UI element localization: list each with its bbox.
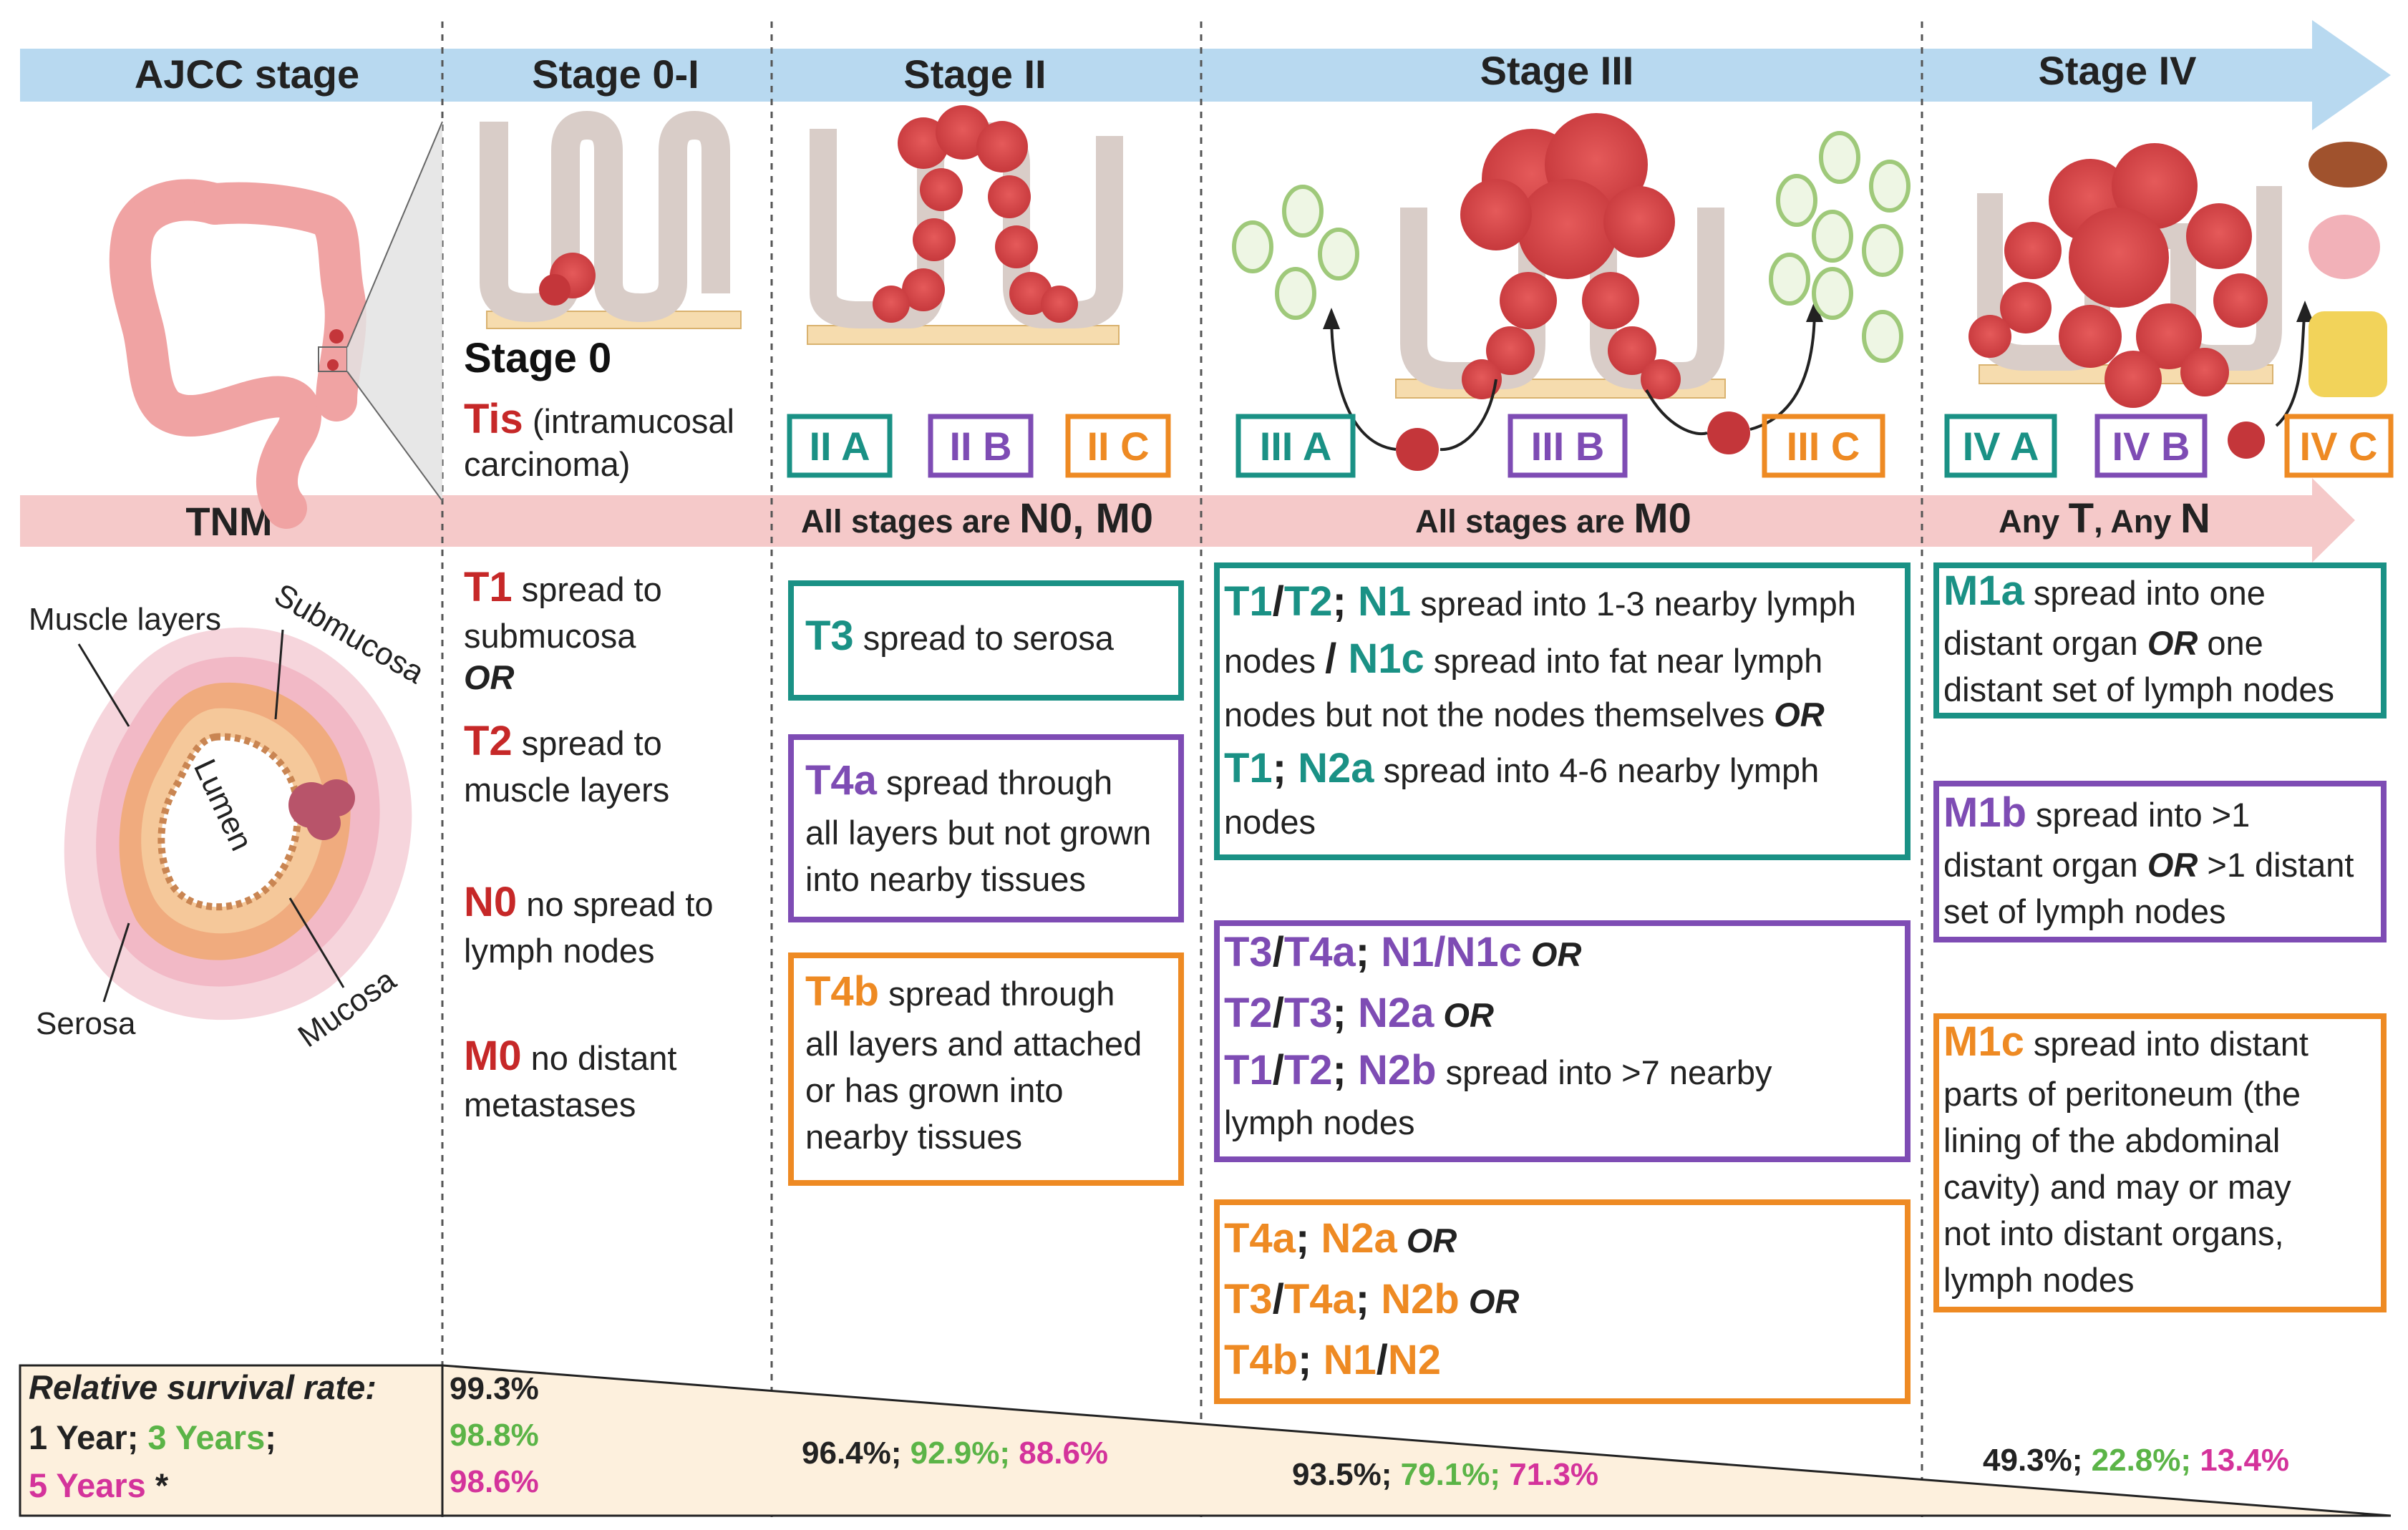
stage-4-boxes xyxy=(1933,562,2387,1312)
stage-4c-line-3: lining of the abdominal xyxy=(1943,1121,2280,1159)
stage-2c-line-4: nearby tissues xyxy=(805,1118,1022,1156)
stage-4c-line-1: M1c spread into distant xyxy=(1943,1018,2309,1065)
stage-4-survival: 49.3%; 22.8%; 13.4% xyxy=(1983,1443,2289,1478)
stage-4a-line-3: distant set of lymph nodes xyxy=(1943,671,2334,708)
stage-4a-line-2: distant organ OR one xyxy=(1943,624,2263,662)
stage-0-survival-5yr: 98.6% xyxy=(450,1464,539,1499)
stage-4b-line-1: M1b spread into >1 xyxy=(1943,789,2250,836)
stage-4a-line-1: M1a spread into one xyxy=(1943,567,2266,614)
survival-title: Relative survival rate: xyxy=(29,1368,377,1406)
stage-3c-line-2: T3/T4a; N2b OR xyxy=(1224,1276,1519,1322)
stage-4c-line-4: cavity) and may or may xyxy=(1943,1168,2291,1206)
substage-iiia: III A xyxy=(1260,424,1332,469)
substage-iiib: III B xyxy=(1531,424,1605,469)
stage-2a-t3: T3 spread to serosa xyxy=(805,613,1115,659)
stage-3a-line-2: nodes / N1c spread into fat near lymph xyxy=(1224,635,1822,682)
stage-2b-line-2: all layers but not grown xyxy=(805,814,1151,852)
substage-labels xyxy=(787,414,2394,478)
stage-0-survival-1yr: 99.3% xyxy=(450,1371,539,1406)
tnm-bar-arrow xyxy=(20,478,2355,562)
substage-iva: IV A xyxy=(1963,424,2039,469)
t2-line: T2 spread to xyxy=(464,718,662,764)
stage-3c-line-1: T4a; N2a OR xyxy=(1224,1215,1457,1262)
m0-line-2: metastases xyxy=(464,1086,636,1124)
tis-line-2: carcinoma) xyxy=(464,445,630,483)
t1-line-2: submucosa xyxy=(464,617,636,655)
ajcc-stage-header-arrow xyxy=(20,20,2391,130)
t1-line: T1 spread to xyxy=(464,564,662,610)
stage-4c-line-2: parts of peritoneum (the xyxy=(1943,1075,2301,1113)
tnm-label: TNM xyxy=(185,499,272,544)
muscle-layers-label: Muscle layers xyxy=(29,602,221,637)
stage-4-header: Stage IV xyxy=(2039,48,2197,93)
substage-iia: II A xyxy=(809,424,870,469)
stage-3b-line-2: T2/T3; N2a OR xyxy=(1224,990,1494,1036)
substage-iib: II B xyxy=(949,424,1011,469)
stage-2-boxes xyxy=(788,580,1184,1186)
substage-ivc: IV C xyxy=(2300,424,2378,469)
colon-wall-cross-section xyxy=(64,627,412,1020)
stage-3a-line-1: T1/T2; N1 spread into 1-3 nearby lymph xyxy=(1224,578,1856,625)
stage-2-illustration xyxy=(807,105,1123,345)
substage-iiic: III C xyxy=(1787,424,1860,469)
stage-4b-line-2: distant organ OR >1 distant xyxy=(1943,846,2354,884)
stage-3b-line-1: T3/T4a; N1/N1c OR xyxy=(1224,929,1581,975)
stage-4b-line-3: set of lymph nodes xyxy=(1943,892,2226,930)
stage-4-illustration xyxy=(1968,142,2387,459)
m0-line: M0 no distant xyxy=(464,1033,676,1079)
stage-2-survival: 96.4%; 92.9%; 88.6% xyxy=(802,1436,1108,1471)
substage-ivb: IV B xyxy=(2112,424,2190,469)
tis-line-1: Tis (intramucosal xyxy=(464,396,734,442)
anatomy-pointer-arrows xyxy=(77,629,345,1003)
substage-iic: II C xyxy=(1087,424,1149,469)
or-label: OR xyxy=(464,658,515,696)
stage-4c-line-6: lymph nodes xyxy=(1943,1261,2135,1299)
serosa-label: Serosa xyxy=(36,1006,136,1041)
survival-legend-line-1: 1 Year; 3 Years; xyxy=(29,1418,276,1456)
stage-2b-line-1: T4a spread through xyxy=(805,757,1112,804)
ajcc-stage-label: AJCC stage xyxy=(135,52,359,97)
stage-3-header: Stage III xyxy=(1480,48,1634,93)
t2-line-2: muscle layers xyxy=(464,771,669,809)
stage-2-tnm-summary: All stages are N0, M0 xyxy=(801,495,1153,542)
survival-legend-line-2: 5 Years * xyxy=(29,1466,169,1504)
stage-3b-line-3: T1/T2; N2b spread into >7 nearby xyxy=(1224,1047,1772,1093)
survival-wedge xyxy=(19,1364,2392,1517)
stage-2c-line-2: all layers and attached xyxy=(805,1025,1142,1063)
stage-3b-line-4: lymph nodes xyxy=(1224,1103,1415,1141)
stage-0-1-header: Stage 0-I xyxy=(532,52,699,97)
stage-3a-line-4: T1; N2a spread into 4-6 nearby lymph xyxy=(1224,745,1819,791)
stage-3a-line-3: nodes but not the nodes themselves OR xyxy=(1224,696,1825,734)
stage-4-tnm-summary: Any T, Any N xyxy=(1999,495,2210,542)
stage-2c-line-3: or has grown into xyxy=(805,1071,1064,1109)
stage-4c-line-5: not into distant organs, xyxy=(1943,1214,2284,1252)
stage-3c-line-3: T4b; N1/N2 xyxy=(1224,1337,1441,1383)
n0-line-2: lymph nodes xyxy=(464,932,655,970)
stage-3-boxes xyxy=(1214,562,1911,1404)
stage-2-header: Stage II xyxy=(903,52,1046,97)
stage-0-survival-3yr: 98.8% xyxy=(450,1418,539,1453)
stage-3-illustration xyxy=(1232,113,1911,471)
stage-3-tnm-summary: All stages are M0 xyxy=(1415,495,1691,542)
stage-3a-line-5: nodes xyxy=(1224,803,1316,841)
colon-illustration xyxy=(109,121,443,529)
n0-line: N0 no spread to xyxy=(464,879,714,925)
stage-2b-line-3: into nearby tissues xyxy=(805,860,1086,898)
stage-0-crypt-illustration xyxy=(480,110,742,329)
stage-3-survival: 93.5%; 79.1%; 71.3% xyxy=(1292,1457,1598,1492)
stage-2c-line-1: T4b spread through xyxy=(805,968,1115,1015)
stage-0-title: Stage 0 xyxy=(464,335,611,381)
